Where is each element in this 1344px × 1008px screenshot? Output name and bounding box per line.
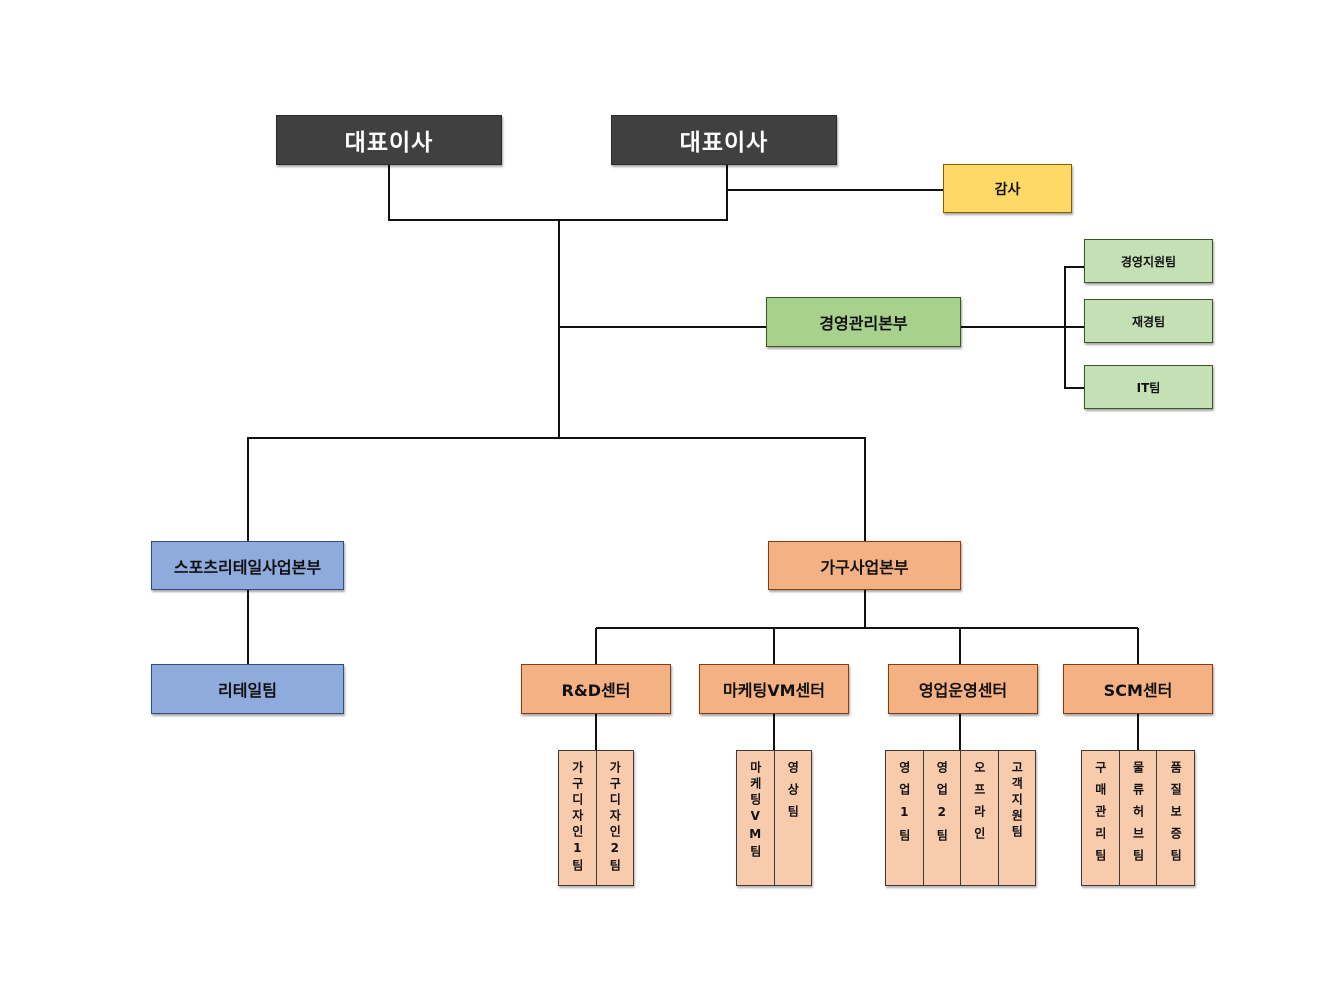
team-column: 고객지원팀 xyxy=(997,751,1035,885)
sports-retail-division-box: 스포츠리테일사업본부 xyxy=(151,541,344,590)
team-label: 가구디자인1팀 xyxy=(570,761,585,875)
ceo-box-1: 대표이사 xyxy=(276,115,502,165)
team-column: 물류허브팀 xyxy=(1118,751,1157,885)
team-label: 품질보증팀 xyxy=(1168,761,1183,871)
ceo-box-2: 대표이사 xyxy=(611,115,837,165)
team-column: 영업2팀 xyxy=(922,751,960,885)
sales-ops-center-box: 영업운영센터 xyxy=(888,664,1038,714)
team-column: 영업1팀 xyxy=(886,751,923,885)
retail-team-box: 리테일팀 xyxy=(151,664,344,714)
marketing-vm-center-box: 마케팅VM센터 xyxy=(699,664,849,714)
furniture-division-box: 가구사업본부 xyxy=(768,541,961,590)
team-column: 마케팅VM팀 xyxy=(737,751,774,885)
team-label: 가구디자인2팀 xyxy=(607,761,622,875)
team-label: 고객지원팀 xyxy=(1009,761,1024,841)
it-team-box: IT팀 xyxy=(1084,365,1213,409)
team-label: 물류허브팀 xyxy=(1131,761,1145,871)
team-column: 영상팀 xyxy=(773,751,811,885)
rnd-teams-group: 가구디자인1팀 가구디자인2팀 xyxy=(558,750,634,886)
team-column: 구매관리팀 xyxy=(1082,751,1119,885)
team-column: 가구디자인1팀 xyxy=(559,751,596,885)
management-division-box: 경영관리본부 xyxy=(766,297,961,347)
team-column: 가구디자인2팀 xyxy=(595,751,633,885)
team-column: 오프라인 xyxy=(960,751,998,885)
scm-teams-group: 구매관리팀 물류허브팀 품질보증팀 xyxy=(1081,750,1195,886)
team-label: 마케팅VM팀 xyxy=(748,761,763,861)
team-label: 오프라인 xyxy=(972,761,987,849)
team-label: 영상팀 xyxy=(785,761,800,827)
team-label: 영업1팀 xyxy=(897,761,912,851)
sales-teams-group: 영업1팀 영업2팀 오프라인 고객지원팀 xyxy=(885,750,1036,886)
finance-team-box: 재경팀 xyxy=(1084,299,1213,343)
team-label: 영업2팀 xyxy=(934,761,949,851)
rnd-center-box: R&D센터 xyxy=(521,664,671,714)
marketing-teams-group: 마케팅VM팀 영상팀 xyxy=(736,750,812,886)
management-support-team-box: 경영지원팀 xyxy=(1084,239,1213,283)
audit-box: 감사 xyxy=(943,164,1072,213)
team-label: 구매관리팀 xyxy=(1093,761,1108,871)
scm-center-box: SCM센터 xyxy=(1063,664,1213,714)
team-column: 품질보증팀 xyxy=(1156,751,1195,885)
